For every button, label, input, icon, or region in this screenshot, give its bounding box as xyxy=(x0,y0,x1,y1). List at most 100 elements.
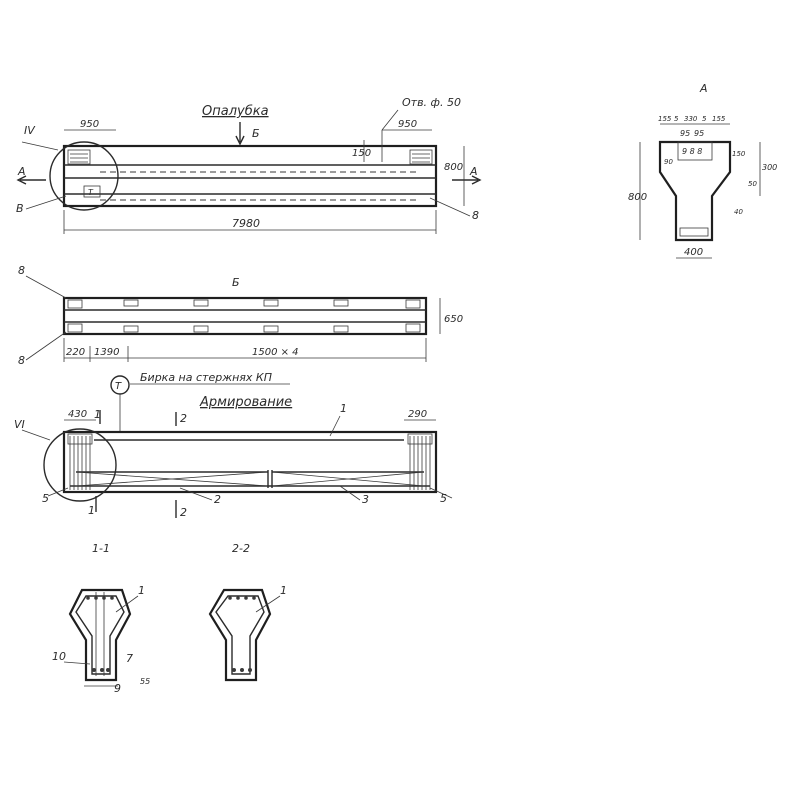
dim-sec-155b: 155 xyxy=(712,115,726,123)
reinforcement-elevation: Т Бирка на стержнях КП Армирование VI 4 xyxy=(14,371,453,519)
dim-650: 650 xyxy=(444,314,463,325)
dim-950-left: 950 xyxy=(80,119,99,130)
dim-sec-90: 90 xyxy=(664,158,673,166)
marker-v-left: В xyxy=(16,202,24,215)
dim-sec-800: 800 xyxy=(628,192,647,203)
tag-box xyxy=(83,185,101,198)
dim-sec-40: 40 xyxy=(734,208,743,216)
hole-leader xyxy=(381,109,399,131)
marker-3: 3 xyxy=(362,493,369,506)
plan-view-b: Б 8 8 650 220 1390 1500 × 4 xyxy=(18,264,463,367)
formwork-right-end-block xyxy=(409,149,433,165)
dim-sec-95b: 95 xyxy=(694,129,704,138)
view-b-title: Б xyxy=(232,276,240,289)
leader-8-plan-top xyxy=(25,275,67,299)
dim-sec-150: 150 xyxy=(732,150,746,158)
dim-sec-95a: 95 xyxy=(680,129,690,138)
dim-sec-330: 330 xyxy=(684,115,698,123)
leader-1-s2 xyxy=(255,595,281,613)
rebar-right-cage xyxy=(407,433,433,490)
leader-1 xyxy=(329,415,341,437)
section-2-top-label: 2 xyxy=(180,412,187,425)
section-2-2: 2-2 1 xyxy=(208,542,287,682)
section-a-bottom-pocket xyxy=(679,227,709,237)
marker-iv: IV xyxy=(24,124,36,137)
dim-sec-300: 300 xyxy=(762,163,777,172)
dim-sec-400: 400 xyxy=(684,247,703,258)
marker-5-left: 5 xyxy=(42,492,49,505)
section-1-1-stirrup xyxy=(75,595,125,675)
dim-800: 800 xyxy=(444,162,463,173)
tag-box-symbol: Т xyxy=(88,188,94,197)
marker-5-right: 5 xyxy=(440,492,447,505)
leader-3 xyxy=(339,485,361,501)
leader-vi xyxy=(21,429,51,441)
tag-note: Бирка на стержнях КП xyxy=(140,371,272,384)
detail-circle-vi xyxy=(43,428,117,502)
section-2-bottom-label: 2 xyxy=(180,506,187,519)
section-1-1-title: 1-1 xyxy=(92,542,110,555)
formwork-title: Опалубка xyxy=(202,104,269,119)
dim-290: 290 xyxy=(408,409,427,420)
marker-7: 7 xyxy=(126,652,133,665)
leader-10 xyxy=(63,661,91,665)
section-a-title: А xyxy=(699,82,708,95)
formwork-beam-outline xyxy=(62,144,438,208)
leader-8-right xyxy=(429,197,471,217)
section-2-2-title: 2-2 xyxy=(232,542,250,555)
view-b-arrowhead xyxy=(235,135,245,146)
marker-9: 9 xyxy=(114,682,121,695)
dim-950-right: 950 xyxy=(398,119,417,130)
leader-8-plan-bottom xyxy=(25,331,67,361)
section-a-top-pocket xyxy=(677,141,713,161)
marker-1-s2: 1 xyxy=(280,584,287,597)
leader-v xyxy=(25,195,67,210)
leader-iv xyxy=(21,141,59,151)
dim-1390: 1390 xyxy=(94,347,119,358)
rebar-beam-outline xyxy=(62,430,438,494)
marker-a-left: А xyxy=(17,165,26,178)
marker-8-plan-top: 8 xyxy=(18,264,25,277)
section-a-right-arrowhead xyxy=(471,175,482,185)
tag-circle-symbol: Т xyxy=(115,381,122,392)
dim-7980: 7980 xyxy=(232,217,260,230)
marker-10: 10 xyxy=(52,650,66,663)
marker-2: 2 xyxy=(214,493,221,506)
rebar-left-cage xyxy=(67,433,93,490)
marker-8-plan-bottom: 8 xyxy=(18,354,25,367)
detail-circle-iv xyxy=(49,141,119,211)
dim-sec-155a: 155 xyxy=(658,115,672,123)
dim-1500x4: 1500 × 4 xyxy=(252,347,299,358)
section-1-bottom-label: 1 xyxy=(88,504,95,517)
reinforcement-title: Армирование xyxy=(199,395,292,410)
section-1-1: 1-1 1 10 9 7 55 xyxy=(52,542,150,695)
section-2-2-outline xyxy=(208,588,272,682)
dim-s1-55: 55 xyxy=(140,677,150,686)
dim-220: 220 xyxy=(66,347,85,358)
formwork-left-end-block xyxy=(67,149,91,165)
section-a-view: А 9 8 8 155 5 330 5 155 95 95 90 150 300… xyxy=(628,82,777,259)
dim-150: 150 xyxy=(352,148,371,159)
section-2-2-stirrup xyxy=(215,595,265,675)
section-a-digits: 9 8 8 xyxy=(682,147,702,156)
dim-sec-5a: 5 xyxy=(674,115,679,123)
dim-sec-50: 50 xyxy=(748,180,757,188)
section-a-outline xyxy=(658,140,732,242)
formwork-elevation: Опалубка Б Т IV А В А 8 Отв xyxy=(16,96,482,234)
leader-5-right xyxy=(429,487,453,499)
section-a-left-arrowhead xyxy=(16,175,27,185)
hole-note: Отв. ф. 50 xyxy=(402,96,461,109)
marker-1-s1: 1 xyxy=(138,584,145,597)
marker-1: 1 xyxy=(340,402,347,415)
marker-8-right: 8 xyxy=(472,209,479,222)
leader-1-s1 xyxy=(115,595,139,613)
marker-vi: VI xyxy=(14,418,25,431)
plan-outline xyxy=(62,296,428,336)
dim-430: 430 xyxy=(68,409,87,420)
leader-5-left xyxy=(47,487,69,497)
section-1-top-label: 1 xyxy=(94,408,101,421)
view-b-mark: Б xyxy=(252,127,260,140)
leader-2 xyxy=(179,487,213,501)
dim-sec-5b: 5 xyxy=(702,115,707,123)
